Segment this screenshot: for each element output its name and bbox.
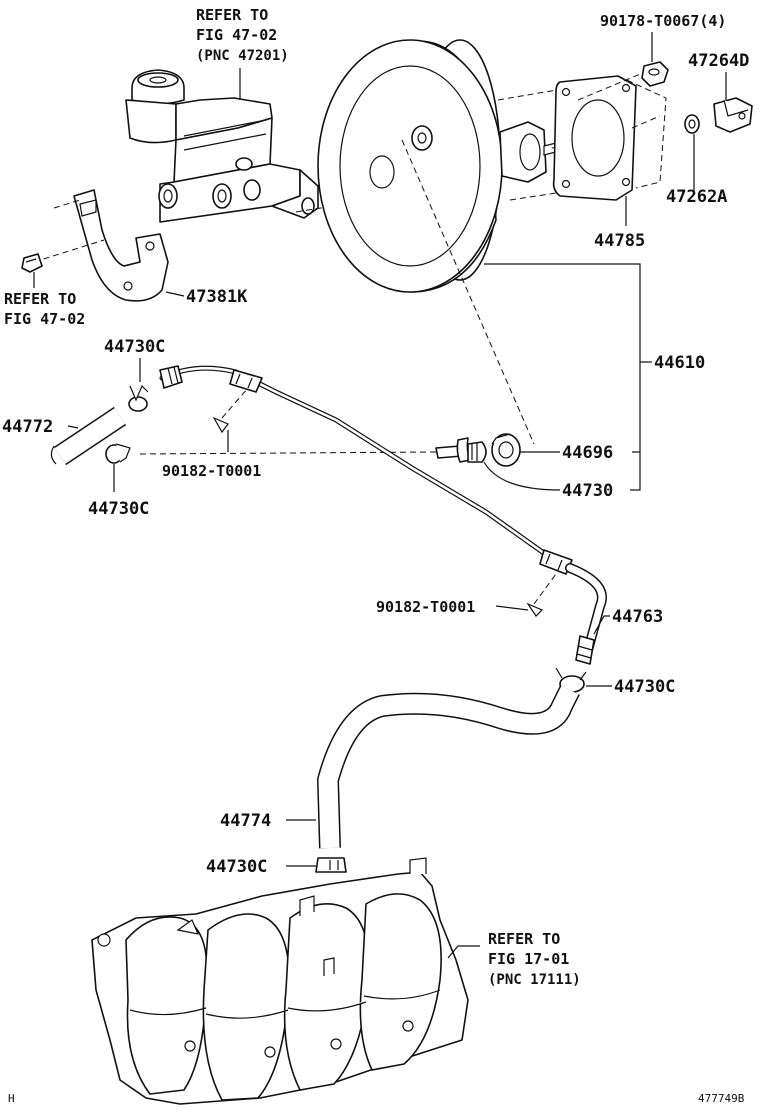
- master-cylinder-drawing: [125, 69, 407, 223]
- clip-pin-90182-a-drawing: [212, 416, 229, 434]
- label-part-44774: 44774: [220, 811, 271, 831]
- clamp-44730C-d-drawing: [315, 857, 347, 873]
- clamp-44730C-a-drawing: [128, 384, 149, 412]
- label-refer-master-cyl-3: (PNC 47201): [196, 48, 289, 64]
- nut-90178-drawing: [641, 61, 669, 87]
- grommet-44696-drawing: [491, 433, 521, 467]
- label-part-44785: 44785: [594, 231, 645, 251]
- drawing-number: 477749B: [698, 1092, 745, 1105]
- label-part-44696: 44696: [562, 443, 613, 463]
- label-refer-bracket-1: REFER TO: [4, 290, 76, 308]
- intake-manifold-drawing: [91, 857, 469, 1105]
- clip-pin-90182-b-drawing: [526, 602, 544, 617]
- label-part-44730C-a: 44730C: [104, 337, 165, 357]
- clevis-47264D-drawing: [713, 97, 753, 133]
- label-part-47264D: 47264D: [688, 51, 749, 71]
- check-valve-44730-drawing: [435, 437, 487, 463]
- label-part-44730C-b: 44730C: [88, 499, 149, 519]
- hose-44763-drawing: [565, 563, 607, 665]
- gasket-44785-drawing: [552, 75, 637, 201]
- label-part-44610: 44610: [654, 353, 705, 373]
- corner-mark: H: [8, 1092, 15, 1105]
- label-part-44763: 44763: [612, 607, 663, 627]
- hose-44774-drawing: [317, 685, 580, 849]
- label-refer-master-cyl-1: REFER TO: [196, 6, 268, 24]
- label-part-90182-a: 90182-T0001: [162, 462, 261, 480]
- label-refer-manifold-3: (PNC 17111): [488, 972, 581, 988]
- label-part-47381K: 47381K: [186, 287, 248, 307]
- label-refer-bracket-2: FIG 47-02: [4, 310, 85, 328]
- vacuum-tube-44610-drawing: [159, 365, 573, 575]
- label-part-44730C-c: 44730C: [614, 677, 675, 697]
- hose-44772-drawing: [50, 406, 127, 466]
- bracket-47381K-drawing: [73, 189, 169, 302]
- label-part-90182-b: 90182-T0001: [376, 598, 475, 616]
- label-part-47262A: 47262A: [666, 187, 727, 207]
- label-part-44772: 44772: [2, 417, 53, 437]
- label-refer-manifold-1: REFER TO: [488, 930, 560, 948]
- label-part-44730: 44730: [562, 481, 613, 501]
- bolt-refer-fig-47-02: [21, 253, 43, 273]
- label-part-90178: 90178-T0067(4): [600, 12, 726, 30]
- brake-booster-drawing: [317, 39, 557, 293]
- label-refer-manifold-2: FIG 17-01: [488, 950, 569, 968]
- leader-lines: [33, 32, 727, 959]
- locknut-47262A-drawing: [684, 114, 700, 134]
- label-part-44730C-d: 44730C: [206, 857, 267, 877]
- clamp-44730C-b-drawing: [105, 443, 131, 464]
- label-refer-master-cyl-2: FIG 47-02: [196, 26, 277, 44]
